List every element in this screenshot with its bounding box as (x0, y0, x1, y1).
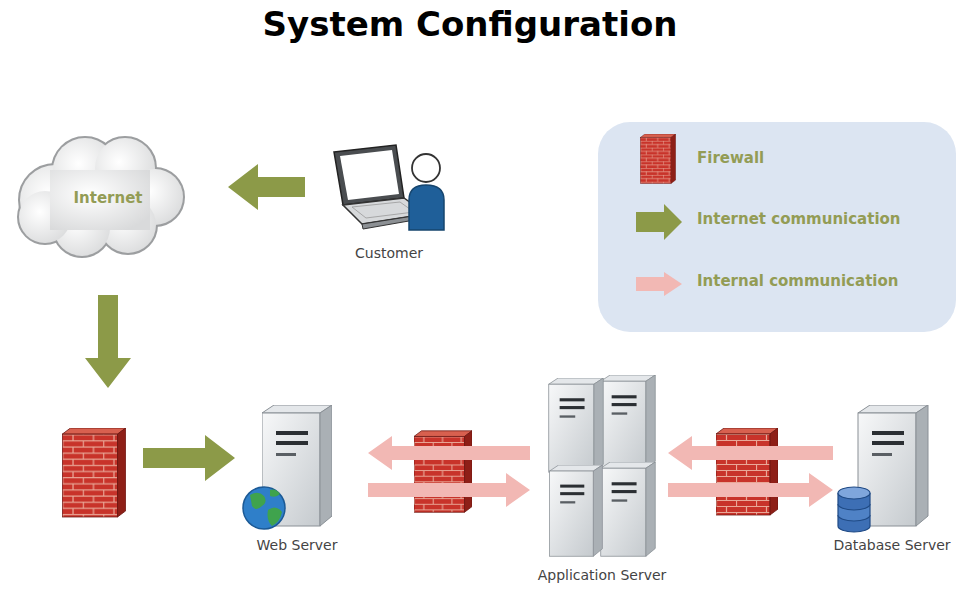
database-icon (838, 487, 870, 532)
server-label: Customer (355, 245, 423, 261)
flow-arrow (668, 473, 833, 507)
firewall-symbol (62, 428, 125, 517)
arrow-shape (228, 164, 305, 210)
server-icon (550, 465, 603, 556)
arrow-shape (85, 295, 131, 388)
legend-swatch (636, 272, 682, 296)
server-label: Application Server (538, 567, 667, 583)
legend-firewall-sample (640, 134, 675, 183)
globe-icon (243, 487, 285, 529)
arrow-shape (143, 435, 235, 481)
server-node: Web Server (262, 405, 332, 527)
legend-panel (598, 122, 956, 332)
arrow-shape (668, 473, 833, 507)
customer-node: Customer (330, 140, 448, 235)
server-node: Database Server (848, 405, 936, 527)
firewall-symbol (414, 431, 472, 512)
server-icon (601, 462, 656, 556)
arrow-shape (368, 436, 530, 470)
server-icon (601, 375, 656, 469)
flow-arrow (85, 295, 235, 481)
server-label: Web Server (257, 537, 338, 553)
arrow-shape (368, 473, 530, 507)
flow-arrow (668, 436, 833, 470)
flow-arrow (368, 436, 530, 470)
server-icon (549, 378, 604, 472)
server-label: Database Server (833, 537, 950, 553)
legend-swatch (636, 204, 682, 240)
server-node: Application Server (548, 375, 656, 557)
flow-arrow (228, 164, 305, 210)
diagram-title: System Configuration (0, 4, 940, 44)
legend-label: Internal communication (697, 272, 898, 290)
legend-label: Firewall (697, 149, 764, 167)
cloud-node: Internet (15, 140, 201, 255)
arrow-shape (668, 436, 833, 470)
customer-icon (334, 145, 444, 230)
firewall-symbol (716, 428, 778, 515)
node-label: Internet (15, 140, 201, 255)
flow-arrow (368, 473, 530, 507)
server-icon (262, 405, 332, 526)
legend-label: Internet communication (697, 210, 901, 228)
